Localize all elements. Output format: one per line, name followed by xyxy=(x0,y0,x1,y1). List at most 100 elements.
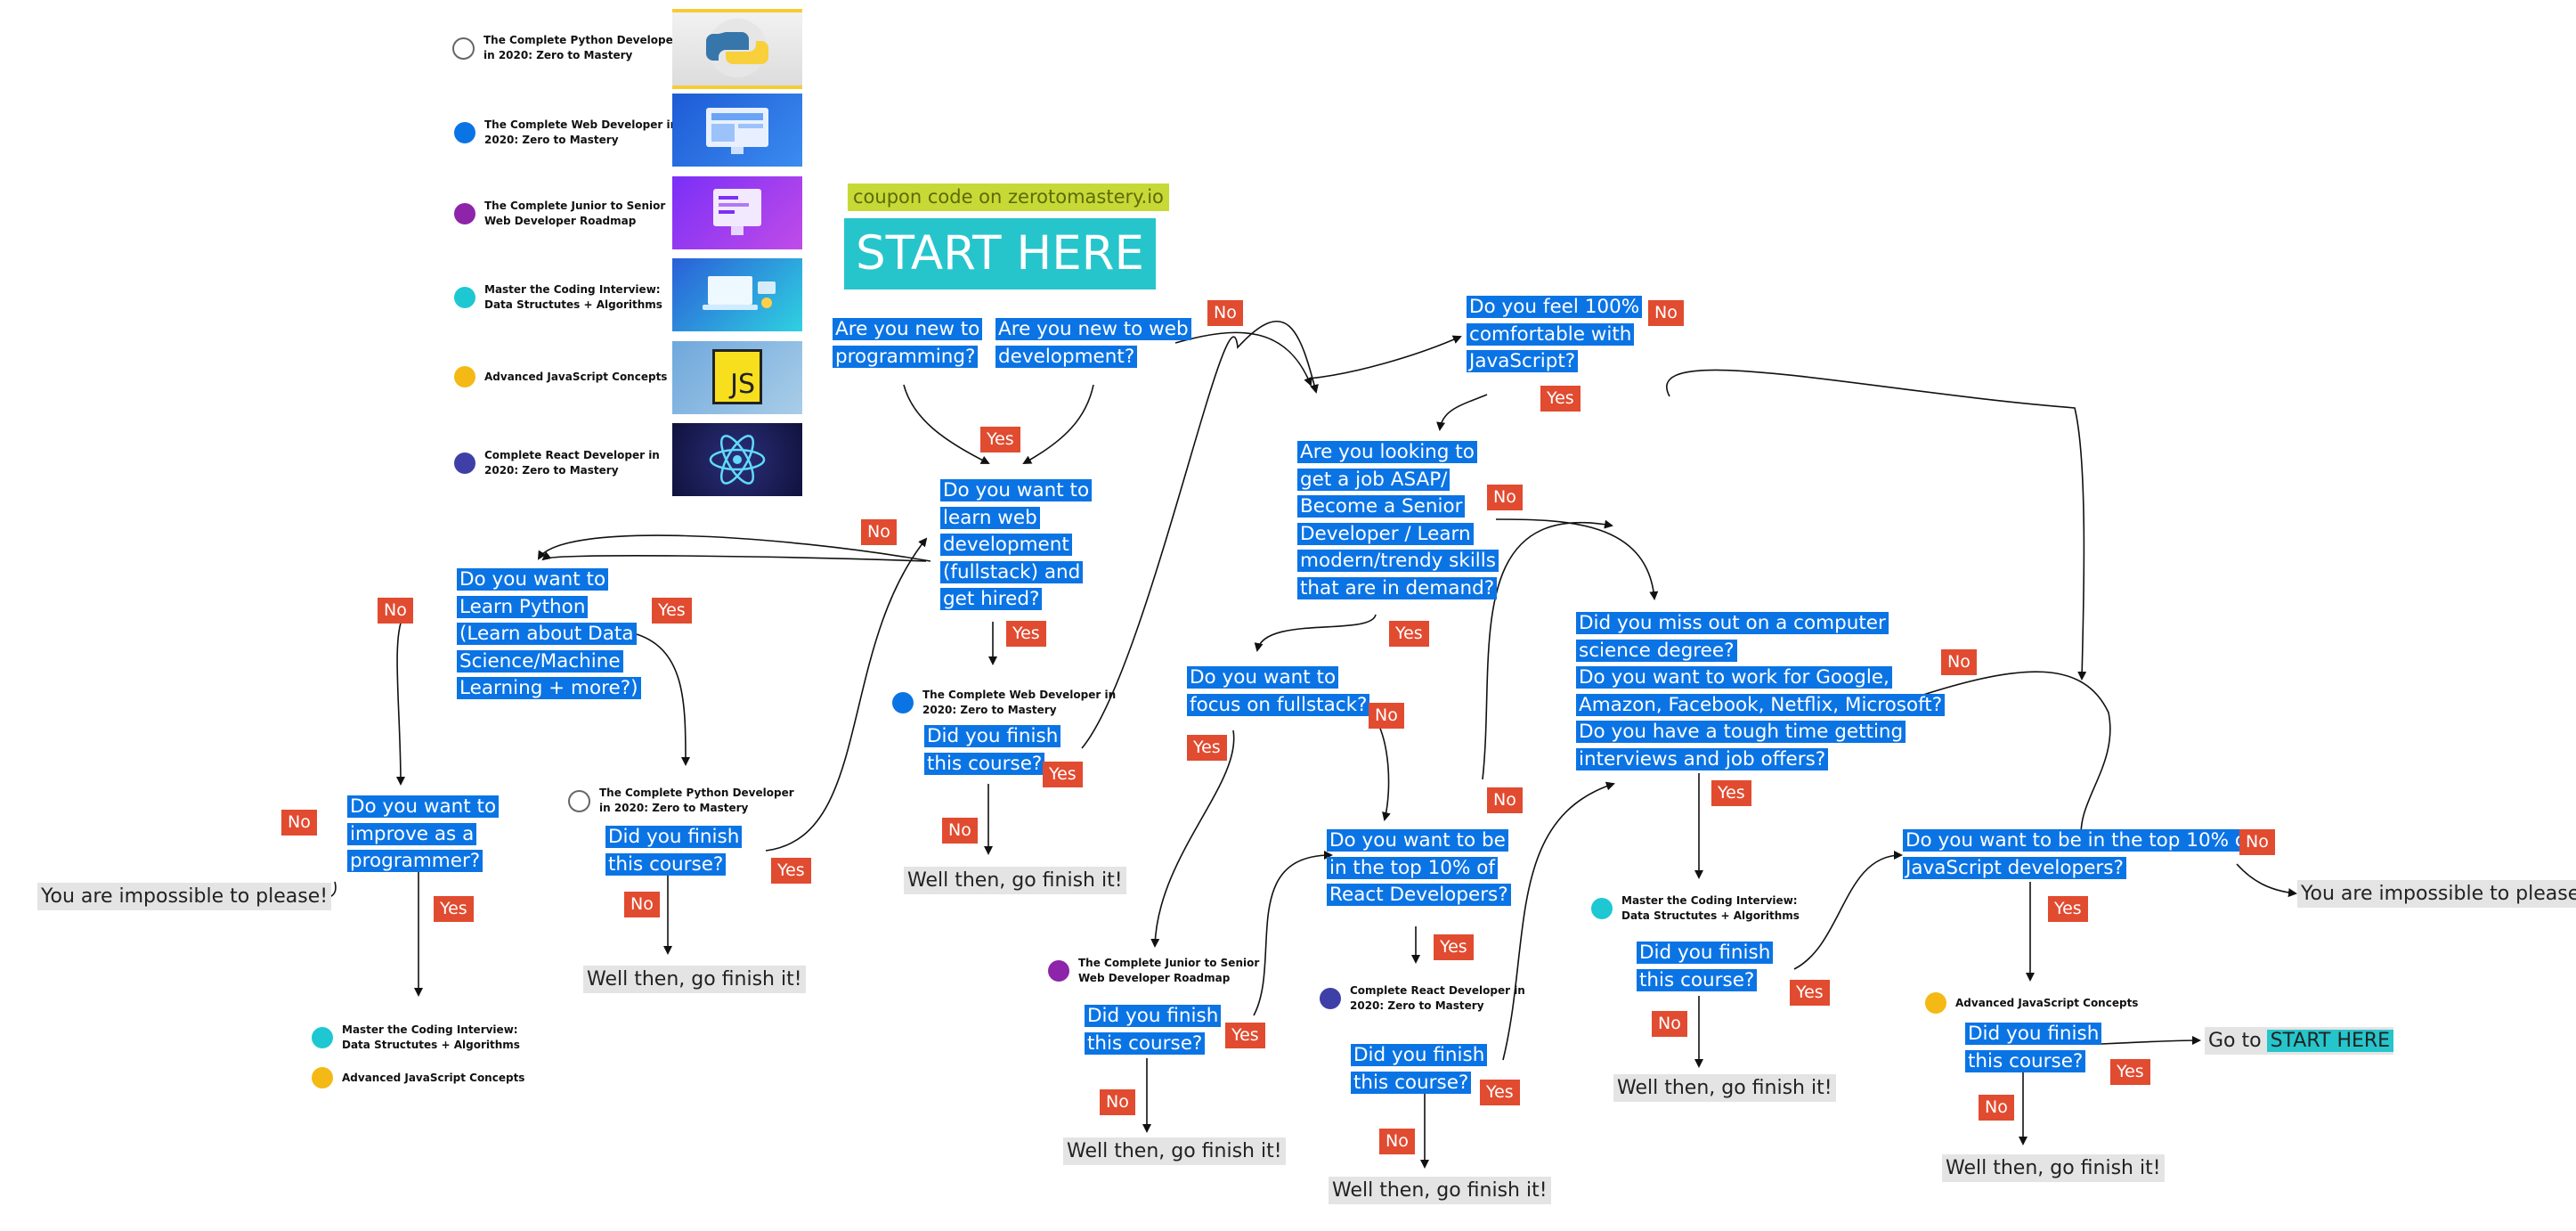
teal-dot-icon xyxy=(312,1027,333,1048)
answer-yes: Yes xyxy=(1711,780,1751,806)
answer-yes: Yes xyxy=(1043,762,1083,787)
answer-no: No xyxy=(624,892,660,917)
course-ref-react: Complete React Developer in 2020: Zero t… xyxy=(1320,983,1525,1014)
legend-course-title: The Complete Python Developer in 2020: Z… xyxy=(484,34,679,61)
answer-no: No xyxy=(2239,829,2275,855)
course-ref-web: The Complete Web Developer in 2020: Zero… xyxy=(892,688,1116,718)
indigo-dot-icon xyxy=(1320,988,1341,1009)
js-logo-icon: JS xyxy=(712,349,762,404)
arrow xyxy=(1254,614,1377,652)
course-ref-advjs: Advanced JavaScript Concepts xyxy=(1925,992,2138,1014)
laptop-icon xyxy=(703,276,776,310)
course-ref-label: The Complete Web Developer in 2020: Zero… xyxy=(922,689,1117,716)
start-here-banner: START HERE xyxy=(844,218,1156,289)
react-course-thumbnail xyxy=(672,423,802,496)
legend-course-title: The Complete Junior to Senior Web Develo… xyxy=(484,200,666,227)
arrow xyxy=(636,633,690,766)
course-ref-python: The Complete Python Developer in 2020: Z… xyxy=(568,786,794,816)
question-cs-degree: Did you miss out on a computer science d… xyxy=(1576,610,1946,773)
start-here-link[interactable]: START HERE xyxy=(2266,1030,2394,1052)
legend-item-interview: Master the Coding Interview: Data Struct… xyxy=(454,282,662,313)
javascript-course-thumbnail: JS xyxy=(672,341,802,414)
legend-course-title: Master the Coding Interview: Data Struct… xyxy=(484,283,662,311)
question-focus-fullstack: Do you want to focus on fullstack? xyxy=(1187,664,1370,719)
arrow xyxy=(765,537,928,852)
purple-dot-icon xyxy=(454,203,475,224)
arrow xyxy=(1174,331,1312,387)
outcome-go-finish: Well then, go finish it! xyxy=(1613,1074,1836,1102)
teal-dot-icon xyxy=(454,287,475,308)
answer-no: No xyxy=(1652,1011,1687,1037)
course-ref-advjs-2: Advanced JavaScript Concepts xyxy=(312,1067,524,1088)
answer-yes: Yes xyxy=(1006,621,1046,647)
course-ref-label: The Complete Python Developer in 2020: Z… xyxy=(599,787,794,814)
legend-course-title: The Complete Web Developer in 2020: Zero… xyxy=(484,118,678,146)
arrow xyxy=(537,534,931,562)
question-learn-web-development: Do you want to learn web development (fu… xyxy=(940,477,1093,614)
answer-no: No xyxy=(378,598,413,624)
arrow xyxy=(1666,369,2087,681)
question-finished-python-course: Did you finish this course? xyxy=(605,824,743,878)
legend-item-advjs: Advanced JavaScript Concepts xyxy=(454,366,667,387)
yellow-dot-icon xyxy=(454,366,475,387)
question-job-asap: Are you looking to get a job ASAP/ Becom… xyxy=(1297,439,1499,602)
question-finished-web-course: Did you finish this course? xyxy=(924,723,1061,778)
arrow xyxy=(1495,518,1659,600)
answer-no: No xyxy=(1487,485,1523,510)
monitor-icon xyxy=(706,108,768,154)
question-comfortable-javascript: Do you feel 100% comfortable with JavaSc… xyxy=(1467,294,1643,376)
question-finished-react-course: Did you finish this course? xyxy=(1351,1042,1488,1096)
answer-no: No xyxy=(1379,1129,1415,1154)
answer-no: No xyxy=(1648,300,1684,326)
yellow-dot-icon xyxy=(1925,992,1946,1014)
question-new-to-web-development: Are you new to web development? xyxy=(995,316,1191,371)
answer-yes: Yes xyxy=(1187,735,1227,761)
legend-item-react: Complete React Developer in 2020: Zero t… xyxy=(454,448,660,478)
question-new-to-programming: Are you new to programming? xyxy=(833,316,983,371)
react-logo-icon xyxy=(709,435,766,485)
arrow xyxy=(1922,671,2111,844)
legend-item-python: The Complete Python Developer in 2020: Z… xyxy=(452,33,679,63)
answer-no: No xyxy=(1207,300,1243,326)
outcome-impossible: You are impossible to please! xyxy=(37,883,332,910)
arrow xyxy=(903,384,990,464)
question-top-react: Do you want to be in the top 10% of Reac… xyxy=(1327,827,1511,909)
answer-no: No xyxy=(1369,703,1404,729)
answer-no: No xyxy=(861,519,897,545)
indigo-dot-icon xyxy=(454,452,475,474)
outcome-impossible: You are impossible to please! xyxy=(2297,880,2576,908)
question-finished-junior-course: Did you finish this course? xyxy=(1085,1003,1222,1057)
question-improve-as-programmer: Do you want to improve as a programmer? xyxy=(347,794,500,876)
legend-course-title: Advanced JavaScript Concepts xyxy=(484,370,668,383)
answer-yes: Yes xyxy=(1540,386,1581,412)
arrow xyxy=(1436,394,1488,431)
course-ref-junior: The Complete Junior to Senior Web Develo… xyxy=(1048,956,1259,986)
js-logo-text: JS xyxy=(730,369,755,400)
answer-yes: Yes xyxy=(1434,934,1474,960)
outcome-go-finish: Well then, go finish it! xyxy=(904,867,1126,894)
arrow xyxy=(1081,320,1319,749)
legend-item-web: The Complete Web Developer in 2020: Zero… xyxy=(454,118,678,148)
answer-yes: Yes xyxy=(434,896,474,922)
screen-icon xyxy=(713,189,761,235)
coding-interview-course-thumbnail xyxy=(672,258,802,331)
legend-course-title: Complete React Developer in 2020: Zero t… xyxy=(484,449,660,477)
python-logo-icon xyxy=(706,19,768,77)
answer-yes: Yes xyxy=(771,858,811,884)
answer-yes: Yes xyxy=(2048,896,2088,922)
arrow xyxy=(1253,851,1333,1016)
coupon-banner: coupon code on zerotomastery.io xyxy=(848,183,1169,211)
outcome-go-finish: Well then, go finish it! xyxy=(1942,1154,2165,1182)
arrow xyxy=(395,617,405,786)
answer-no: No xyxy=(1979,1095,2014,1121)
course-ref-label: Master the Coding Interview: Data Struct… xyxy=(1621,894,1800,922)
outcome-go-finish: Well then, go finish it! xyxy=(1329,1177,1551,1204)
outcome-go-finish: Well then, go finish it! xyxy=(1063,1137,1286,1165)
arrow xyxy=(1308,335,1462,379)
answer-no: No xyxy=(1487,787,1523,813)
course-ref-interview: Master the Coding Interview: Data Struct… xyxy=(1591,893,1800,924)
outcome-go-finish: Well then, go finish it! xyxy=(583,966,806,993)
arrow xyxy=(1502,781,1615,1061)
go-to-label: Go to xyxy=(2208,1030,2262,1052)
